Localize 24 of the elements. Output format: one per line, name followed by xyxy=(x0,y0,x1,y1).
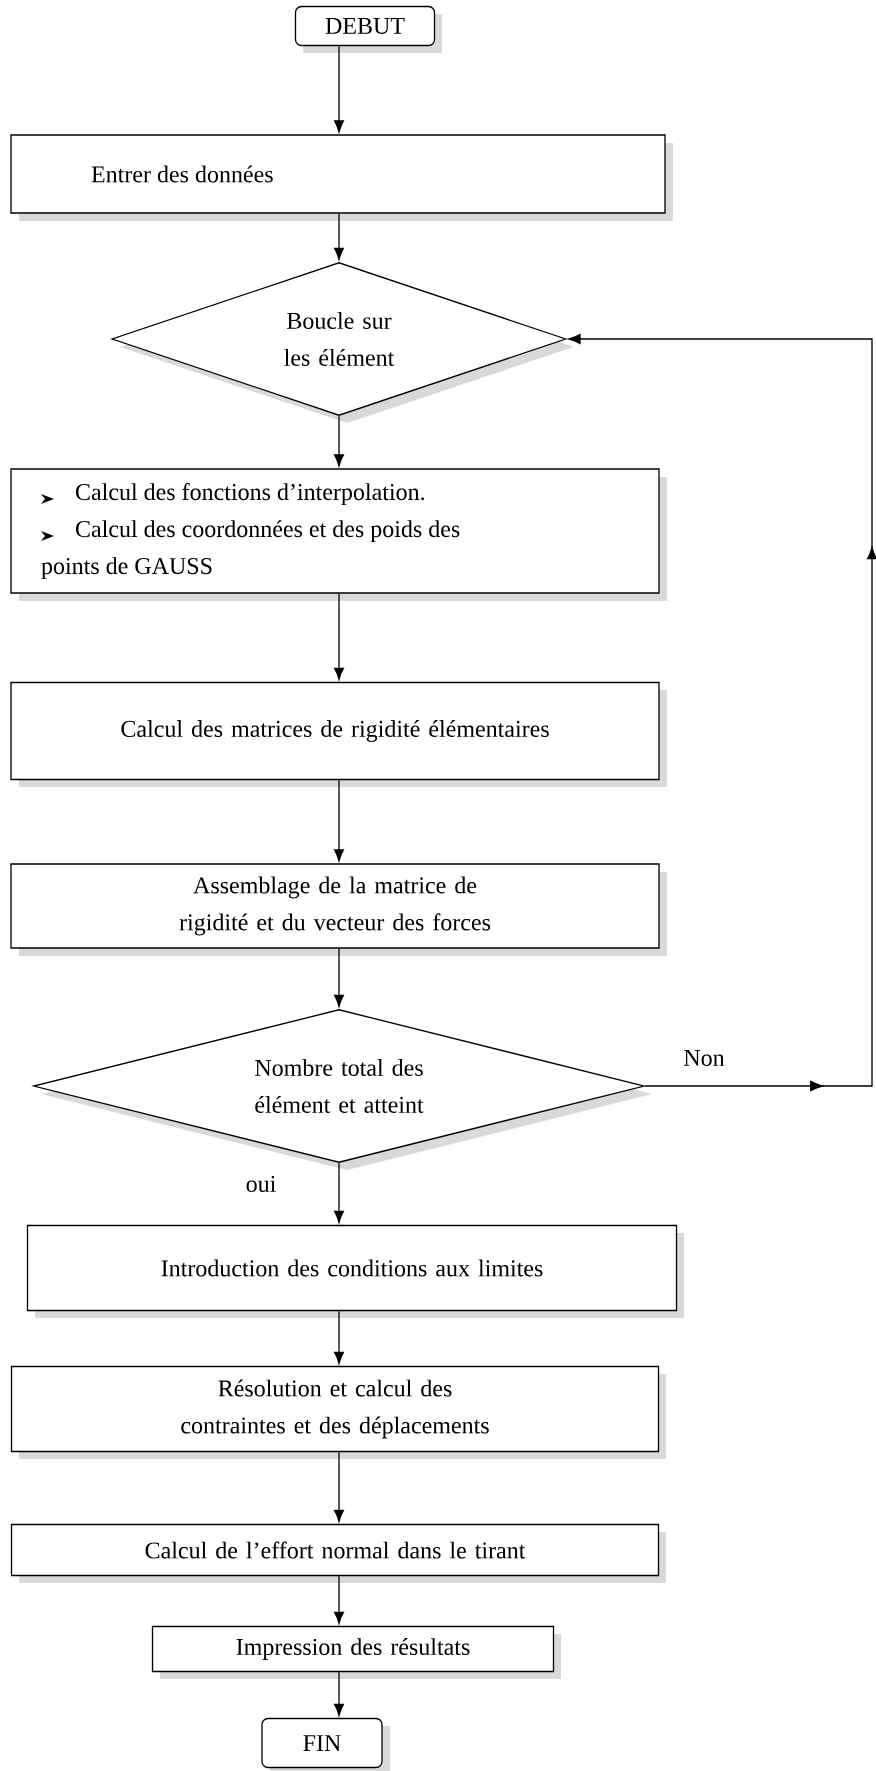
process-box: Impression des résultats xyxy=(151,1625,561,1679)
arrow xyxy=(334,593,344,680)
arrow xyxy=(334,948,344,1007)
arrow xyxy=(334,1162,344,1223)
arrow xyxy=(334,1575,344,1624)
process-box: Entrer des données xyxy=(10,134,673,221)
process-box: Assemblage de la matrice de rigidité et du vecteur des forces xyxy=(10,863,667,956)
arrow xyxy=(334,1671,344,1716)
process-box: Calcul de l’effort normal dans le tirant xyxy=(10,1523,666,1583)
arrow xyxy=(334,779,344,862)
process-box: Introduction des conditions aux limites xyxy=(26,1224,684,1318)
arrow xyxy=(334,45,344,133)
process-box: Calcul des matrices de rigidité élémentaires xyxy=(10,681,667,787)
arrow xyxy=(334,1451,344,1522)
arrow xyxy=(334,1310,344,1364)
arrow xyxy=(334,213,344,260)
terminal-box: DEBUT xyxy=(294,5,442,53)
edge-label: Non xyxy=(681,1048,727,1068)
process-box: Calcul des fonctions d’interpolation. Calcul des coordonnées et des poids des points de GAUSS xyxy=(10,468,667,601)
arrow xyxy=(568,334,876,1091)
arrow xyxy=(334,415,344,467)
edge-label: oui xyxy=(243,1173,279,1195)
terminal-box: FIN xyxy=(261,1717,390,1771)
process-box: Résolution et calcul des contraintes et des déplacements xyxy=(10,1365,666,1459)
